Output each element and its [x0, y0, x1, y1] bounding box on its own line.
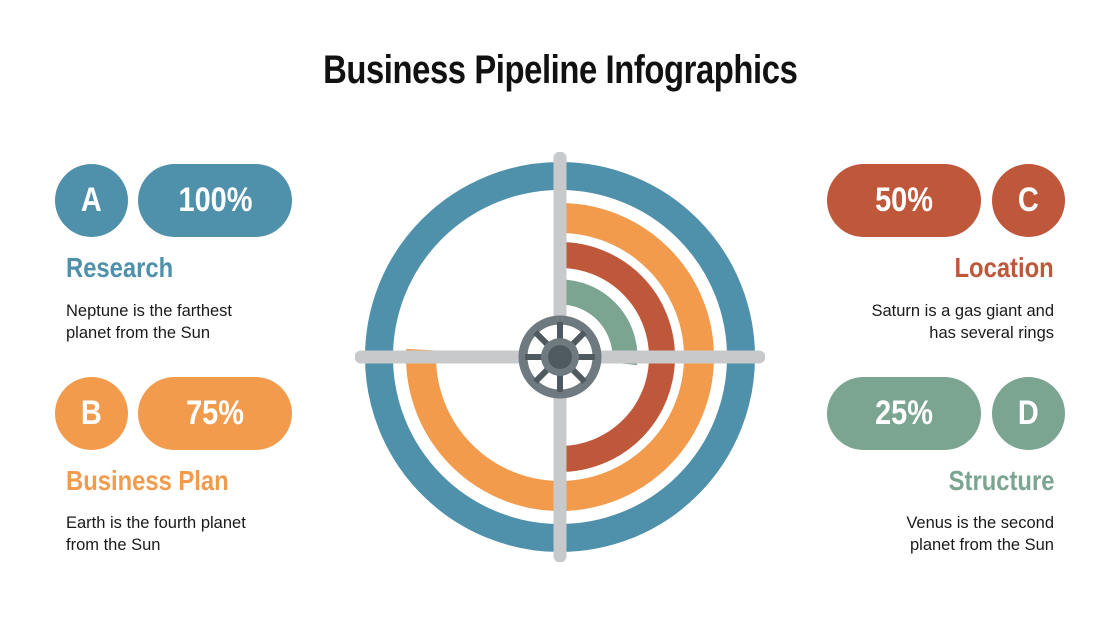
page-title: Business Pipeline Infographics: [322, 48, 798, 92]
badge-c: C: [992, 164, 1065, 237]
percent-pill-b: 75%: [138, 377, 292, 450]
heading-business-plan: Business Plan: [66, 465, 229, 496]
badge-b: B: [55, 377, 128, 450]
wheel-hub-icon: [518, 315, 602, 399]
badge-d: D: [992, 377, 1065, 450]
heading-research: Research: [66, 252, 174, 283]
ring-business-plan: [406, 203, 714, 511]
heading-structure: Structure: [948, 465, 1054, 496]
ring-structure: [559, 279, 638, 366]
heading-location: Location: [954, 252, 1054, 283]
badge-a: A: [55, 164, 128, 237]
percent-pill-c: 50%: [827, 164, 981, 237]
radial-progress-chart: [355, 152, 765, 562]
percent-pill-d: 25%: [827, 377, 981, 450]
percent-pill-a: 100%: [138, 164, 292, 237]
